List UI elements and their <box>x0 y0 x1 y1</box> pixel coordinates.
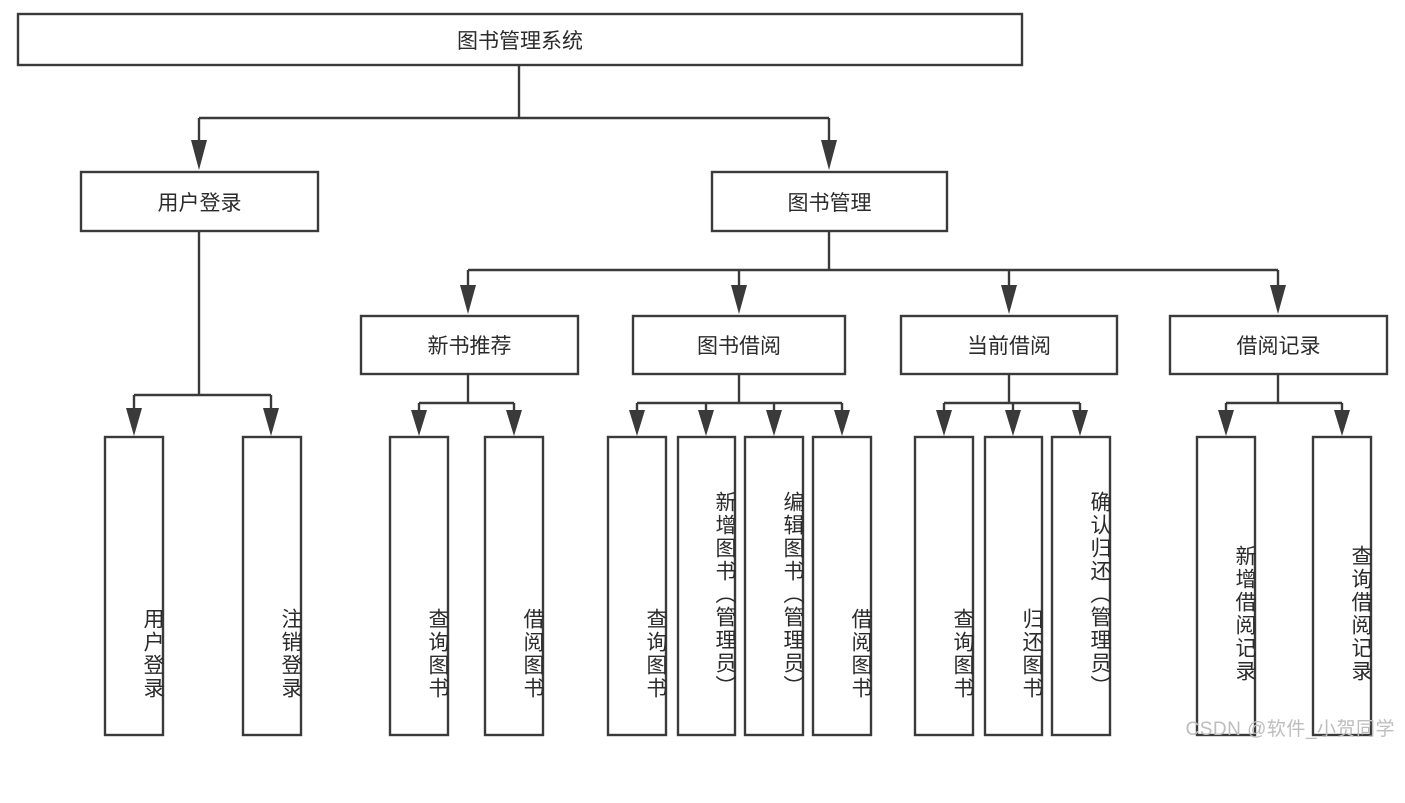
csdn-watermark: CSDN @软件_小贺同学 <box>1185 719 1395 740</box>
node-book-borrow-box[interactable] <box>631 314 847 376</box>
arrow-head-borrow-record-leaf1 <box>1218 410 1234 436</box>
arrow-head-borrow-record-leaf2 <box>1334 410 1350 436</box>
arrow-head-book-mgmt <box>821 140 837 170</box>
node-leaf-box[interactable] <box>743 435 805 737</box>
node-leaf-box[interactable] <box>103 435 165 737</box>
node-leaf-box[interactable] <box>913 435 975 737</box>
arrow-head-book-borrow-leaf2 <box>698 410 714 436</box>
arrow-head-book-borrow-leaf1 <box>629 410 645 436</box>
node-leaf-box[interactable] <box>606 435 668 737</box>
arrow-head-book-borrow-leaf4 <box>834 410 850 436</box>
arrow-head-new-book-leaf1 <box>411 410 427 436</box>
node-leaf-box[interactable] <box>388 435 450 737</box>
arrow-head-new-book-leaf2 <box>506 410 522 436</box>
node-leaf-box[interactable] <box>676 435 737 737</box>
node-borrow-record-box[interactable] <box>1168 314 1389 376</box>
arrow-head-user-login-leaf2 <box>263 408 279 436</box>
arrow-head-new-book <box>460 285 476 314</box>
arrow-head-user-login <box>191 140 207 170</box>
flowchart-svg <box>16 12 1389 737</box>
node-leaf-box[interactable] <box>483 435 545 737</box>
node-leaf-box[interactable] <box>983 435 1044 737</box>
arrow-head-user-login-leaf1 <box>126 408 142 436</box>
node-book-management-box[interactable] <box>710 170 949 233</box>
arrow-head-current-borrow-leaf1 <box>936 410 952 436</box>
node-root-box[interactable] <box>16 12 1024 67</box>
node-leaf-box[interactable] <box>811 435 873 737</box>
node-new-book-recommend-box[interactable] <box>359 314 580 376</box>
node-current-borrow-box[interactable] <box>899 314 1119 376</box>
node-leaf-box[interactable] <box>1050 435 1112 737</box>
flowchart-canvas: 图书管理系统 用户登录 图书管理 新书推荐 图书借阅 当前借阅 借阅记录 用户登… <box>16 12 1395 740</box>
node-leaf-box[interactable] <box>1311 435 1373 737</box>
node-user-login-box[interactable] <box>79 170 320 233</box>
node-leaf-box[interactable] <box>241 435 303 737</box>
arrow-head-current-borrow-leaf2 <box>1005 410 1021 436</box>
arrow-head-book-borrow-leaf3 <box>766 410 782 436</box>
arrow-head-current-borrow-leaf3 <box>1072 410 1088 436</box>
arrow-head-current-borrow <box>1001 285 1017 314</box>
node-leaf-box[interactable] <box>1195 435 1257 737</box>
arrow-head-book-borrow <box>731 285 747 314</box>
arrow-head-borrow-record <box>1270 285 1286 314</box>
